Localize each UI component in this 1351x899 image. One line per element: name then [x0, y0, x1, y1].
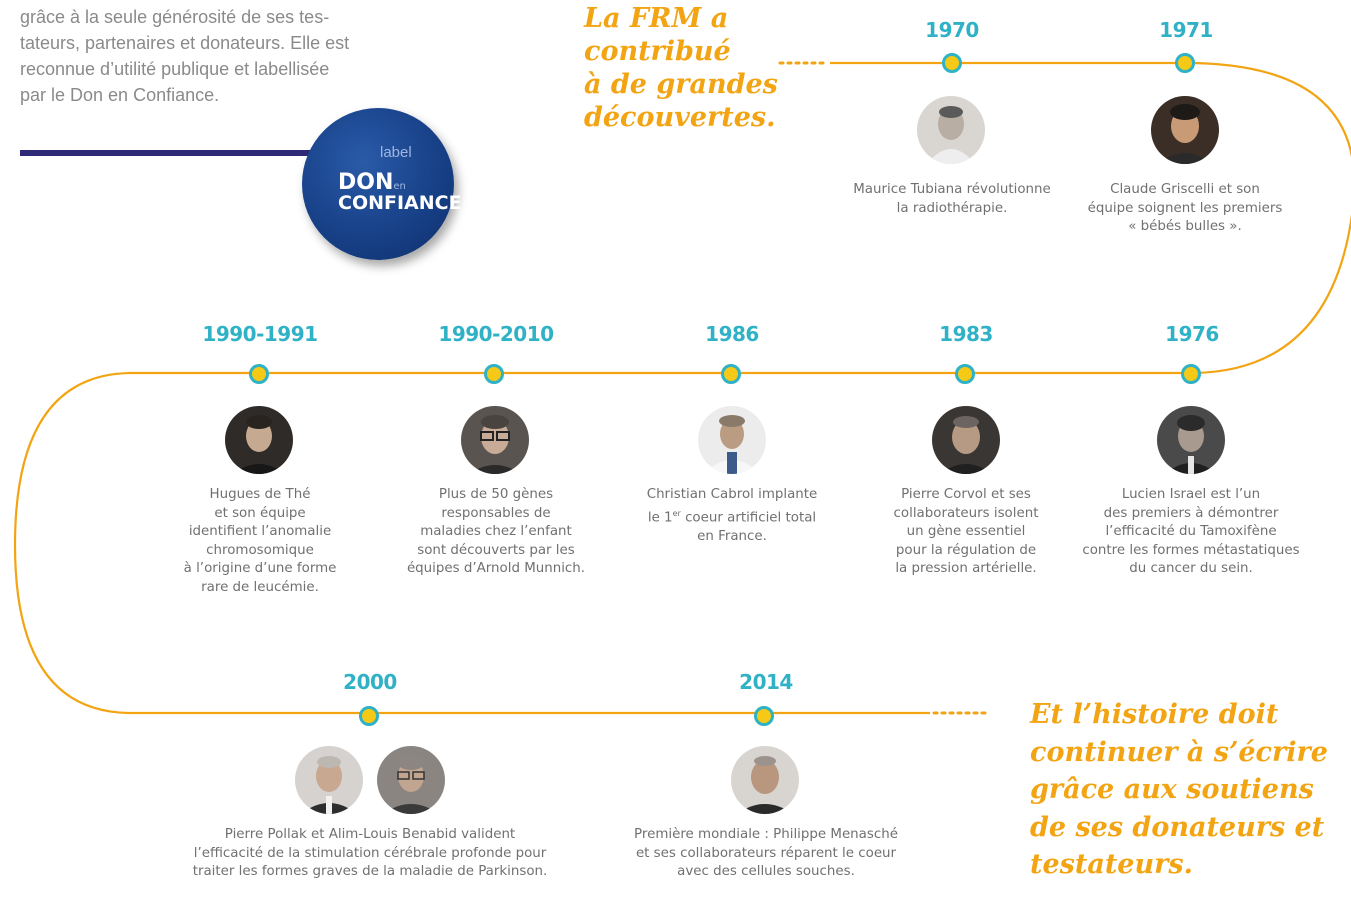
headline-top: La FRM a contribué à de grandes découver… [584, 2, 794, 134]
don-en-confiance-seal: label DONen CONFIANCE [302, 108, 462, 260]
event-year: 1971 [1159, 18, 1213, 42]
seal-wordmark: DONen CONFIANCE [338, 172, 462, 213]
caption-line: à l’origine d’une forme [183, 561, 337, 577]
event-year: 2000 [343, 670, 397, 694]
caption-line: Hugues de Thé [209, 487, 311, 502]
caption-line: collaborateurs isolent [893, 505, 1039, 521]
portrait-photo [377, 746, 445, 814]
event-caption: Hugues de Thé et son équipe identifient … [145, 486, 375, 598]
caption-line: chromosomique [206, 542, 314, 558]
timeline-marker [721, 364, 741, 384]
timeline-marker [1175, 53, 1195, 73]
caption-line: et ses collaborateurs réparent le coeur [635, 845, 897, 861]
event-caption: Claude Griscelli et son équipe soignent … [1070, 181, 1300, 237]
event-caption: Lucien Israel est l’un des premiers à dé… [1070, 486, 1312, 579]
portrait-photo [932, 406, 1000, 474]
caption-line: Pierre Pollak et Alim-Louis Benabid vali… [224, 827, 516, 842]
timeline-marker [249, 364, 269, 384]
event-caption: Première mondiale : Philippe Menasché et… [616, 826, 916, 882]
caption-line: maladies chez l’enfant [420, 524, 572, 540]
event-year: 1976 [1165, 322, 1219, 346]
caption-line: traiter les formes graves de la maladie … [192, 864, 548, 880]
event-caption: Maurice Tubiana révolutionne la radiothé… [837, 181, 1067, 218]
caption-line: Lucien Israel est l’un [1121, 487, 1261, 502]
event-caption: Plus de 50 gènes responsables de maladie… [381, 486, 611, 579]
caption-line: « bébés bulles ». [1128, 219, 1242, 235]
portrait-photo [917, 96, 985, 164]
intro-paragraph: grâce à la seule générosité de ses tes- … [20, 4, 350, 108]
caption-line: avec des cellules souches. [677, 864, 855, 880]
intro-line: grâce à la seule générosité de ses tes- [20, 7, 330, 27]
caption-line: Pierre Corvol et ses [901, 487, 1031, 502]
caption-line: le 1er coeur artificiel total [617, 505, 847, 528]
event-year: 1986 [705, 322, 759, 346]
caption-text: le 1 [647, 510, 673, 526]
timeline-marker [484, 364, 504, 384]
caption-line: en France. [697, 528, 767, 544]
caption-line: l’efficacité du Tamoxifène [1105, 524, 1277, 540]
caption-line: contre les formes métastatiques [1082, 542, 1300, 558]
caption-line: des premiers à démontrer [1103, 505, 1279, 521]
portrait-photo [225, 406, 293, 474]
caption-line: et son équipe [214, 505, 306, 521]
caption-line: Christian Cabrol implante [646, 487, 818, 502]
timeline-marker [359, 706, 379, 726]
event-year: 1990-2010 [438, 322, 554, 346]
event-caption: Christian Cabrol implante le 1er coeur a… [617, 486, 847, 546]
seal-don: DON [338, 170, 394, 195]
headline-line: à de grandes [584, 69, 778, 100]
caption-line: l’efficacité de la stimulation cérébrale… [193, 845, 547, 861]
seal-en: en [393, 181, 406, 192]
caption-line: équipes d’Arnold Munnich. [406, 561, 586, 577]
caption-line: rare de leucémie. [201, 579, 319, 595]
headline-line: testateurs. [1030, 849, 1193, 880]
event-year: 1970 [925, 18, 979, 42]
portrait-photo [698, 406, 766, 474]
headline-line: grâce aux soutiens [1030, 774, 1314, 805]
event-year: 1983 [939, 322, 993, 346]
caption-line: un gène essentiel [906, 524, 1026, 540]
event-year: 1990-1991 [202, 322, 318, 346]
ordinal-suffix: er [672, 508, 681, 518]
portrait-photo [461, 406, 529, 474]
timeline-marker [955, 364, 975, 384]
caption-text: coeur artificiel total [680, 510, 817, 526]
headline-line: La FRM a [584, 3, 729, 34]
caption-line: Première mondiale : Philippe Menasché [634, 827, 898, 842]
event-caption: Pierre Pollak et Alim-Louis Benabid vali… [170, 826, 570, 882]
event-year: 2014 [739, 670, 793, 694]
caption-line: sont découverts par les [417, 542, 575, 558]
headline-line: découvertes. [584, 102, 776, 133]
headline-line: contribué [584, 36, 731, 67]
caption-line: pour la régulation de [895, 542, 1037, 558]
seal-label: label [380, 144, 412, 161]
timeline-marker [942, 53, 962, 73]
caption-line: équipe soignent les premiers [1087, 200, 1283, 216]
portrait-photo [731, 746, 799, 814]
portrait-photo [295, 746, 363, 814]
caption-line: la pression artérielle. [895, 561, 1037, 577]
timeline-marker [1181, 364, 1201, 384]
headline-line: continuer à s’écrire [1030, 736, 1328, 768]
caption-line: la radiothérapie. [896, 200, 1008, 216]
caption-line: Plus de 50 gènes [438, 487, 554, 502]
seal-confiance: CONFIANCE [338, 192, 462, 214]
caption-line: Claude Griscelli et son [1110, 182, 1260, 197]
intro-line: par le Don en Confiance. [20, 85, 220, 105]
navy-divider [20, 150, 320, 156]
caption-line: du cancer du sein. [1129, 561, 1253, 577]
intro-line: tateurs, partenaires et donateurs. Elle … [20, 33, 350, 53]
headline-line: Et l’histoire doit [1030, 699, 1279, 730]
timeline-marker [754, 706, 774, 726]
caption-line: Maurice Tubiana révolutionne [853, 182, 1051, 197]
intro-line: reconnue d’utilité publique et labellisé… [20, 59, 330, 79]
event-caption: Pierre Corvol et ses collaborateurs isol… [851, 486, 1081, 579]
caption-line: responsables de [441, 505, 551, 521]
headline-bottom: Et l’histoire doit continuer à s’écrire … [1030, 696, 1350, 884]
headline-line: de ses donateurs et [1030, 811, 1325, 843]
portrait-photo [1157, 406, 1225, 474]
caption-line: identifient l’anomalie [188, 524, 332, 540]
portrait-photo [1151, 96, 1219, 164]
